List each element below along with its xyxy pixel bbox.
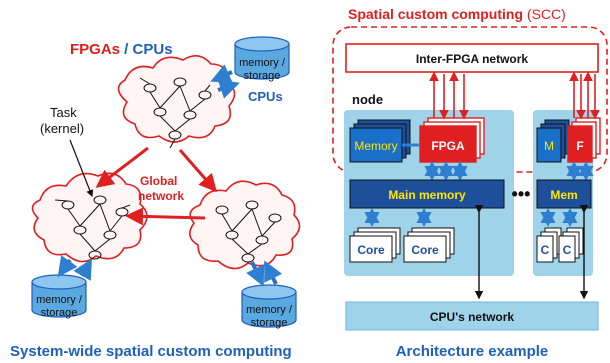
left-caption: System-wide spatial custom computing [10, 343, 292, 360]
task-pointer-arrow [69, 139, 94, 198]
node-label: node [352, 92, 383, 107]
inter-fpga-network [345, 43, 599, 73]
fpga-network-arrows-1 [429, 71, 469, 120]
storage-cylinder-bottom-left [31, 274, 87, 318]
global-network-label-2: network [138, 189, 184, 203]
f-stack [567, 117, 601, 163]
cloud-top [117, 55, 236, 149]
core-stack-2 [403, 227, 455, 263]
c-stack-1 [536, 227, 562, 263]
main-memory-label: Main memory [388, 188, 466, 202]
m-label: M [544, 139, 554, 153]
storage-top-text-2: storage [244, 70, 281, 82]
cloud-right [189, 180, 301, 270]
task-label: Task [50, 105, 77, 120]
fpga-mainmem-arrows [424, 161, 468, 181]
right-caption: Architecture example [396, 343, 549, 360]
storage-br-text: memory / [246, 304, 293, 316]
storage-br-text-2: storage [251, 317, 288, 329]
mem-label: Mem [550, 188, 577, 202]
storage-top-arrows [210, 64, 240, 99]
mem-c-arrows [540, 208, 578, 227]
scc-title: Spatial custom computing (SCC) [348, 6, 566, 22]
kernel-label: (kernel) [40, 121, 84, 136]
c-label-2: C [563, 243, 572, 257]
core-stack-1 [349, 227, 401, 263]
fpga-label: FPGA [431, 139, 465, 153]
c-stack-2 [558, 227, 584, 263]
fpgas-cpus-title: FPGAs / CPUs [70, 41, 173, 58]
storage-bl-text-2: storage [41, 307, 78, 319]
memory-label: Memory [354, 139, 397, 153]
global-network-arrows [95, 146, 217, 226]
f-label: F [576, 139, 583, 153]
storage-bl-text: memory / [36, 294, 83, 306]
core-label-1: Core [357, 243, 385, 257]
storage-cylinder-top [234, 36, 290, 80]
main-memory [349, 179, 505, 209]
fpga-stack [419, 117, 485, 163]
global-network-label: Global [140, 174, 177, 188]
memory-stack [349, 119, 411, 163]
cpu-network [345, 301, 599, 331]
cpu-network-label: CPU's network [430, 310, 515, 324]
c-label-1: C [541, 243, 550, 257]
storage-top-text: memory / [239, 57, 286, 69]
mainmem-core-arrows [364, 208, 432, 227]
storage-top-cpus: CPUs [248, 89, 283, 104]
core-label-2: Core [411, 243, 439, 257]
inter-fpga-label: Inter-FPGA network [416, 52, 529, 66]
f-mem-arrows [566, 161, 594, 181]
storage-cylinder-bottom-right [241, 284, 297, 328]
m-stack [536, 119, 570, 163]
ellipsis-dots: ••• [512, 184, 531, 204]
storage-br-arrows [246, 260, 283, 287]
cpu-network-arrows [474, 205, 589, 300]
fpga-network-arrows-2 [569, 71, 600, 120]
storage-bl-arrows [57, 255, 92, 281]
